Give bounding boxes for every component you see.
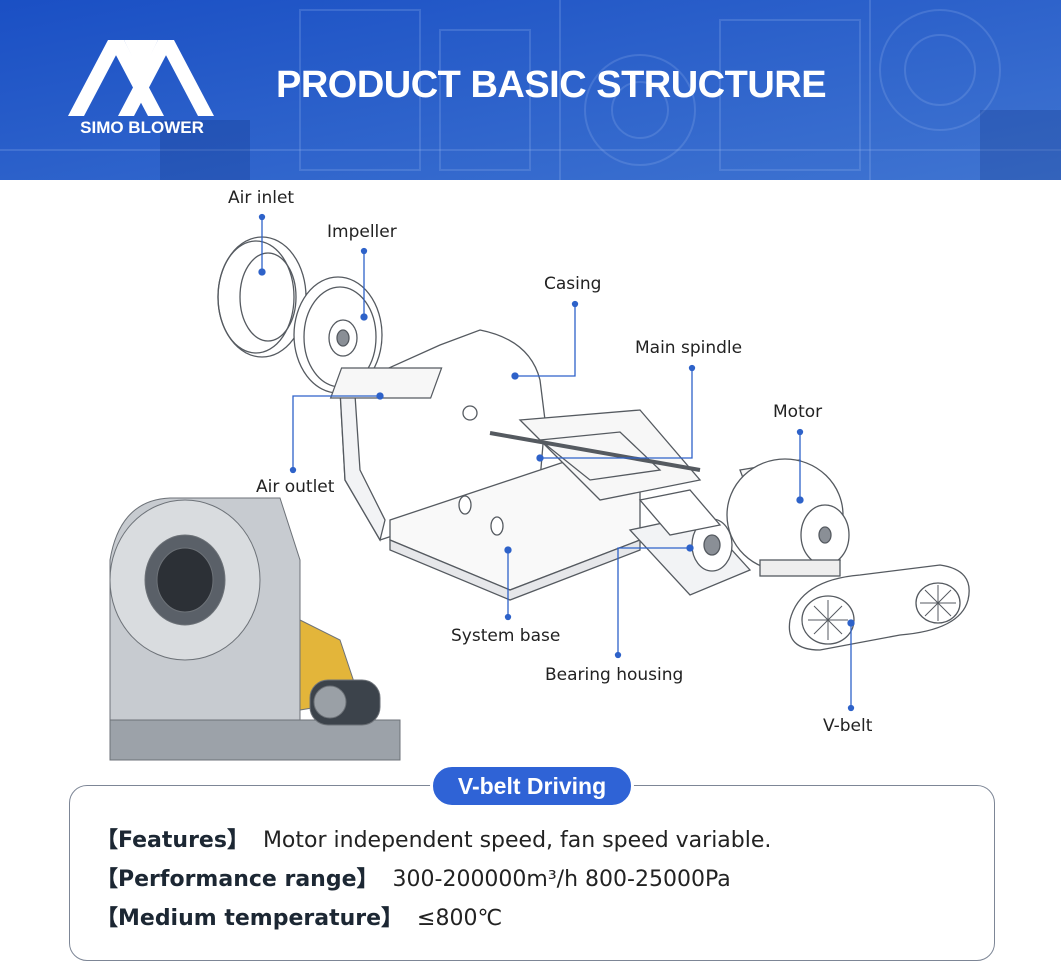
spec-value: ≤800℃ (417, 906, 503, 931)
spec-key: 【Features】 (96, 828, 249, 853)
structure-diagram: Air inlet Impeller Casing Main spindle M… (0, 180, 1061, 770)
system-base-part (389, 449, 641, 601)
brand-name: SIMO BLOWER (80, 118, 204, 137)
spec-key: 【Medium temperature】 (96, 906, 404, 931)
motor-part (726, 458, 850, 577)
bearing-housing-part (628, 489, 752, 596)
label-v-belt: V-belt (823, 716, 873, 736)
label-motor: Motor (773, 402, 823, 422)
header-banner: SIMO BLOWER PRODUCT BASIC STRUCTURE (0, 0, 1061, 180)
spec-box (69, 785, 995, 961)
assembled-blower-photo (109, 497, 401, 761)
label-air-outlet: Air outlet (256, 477, 335, 497)
spec-row-features: 【Features】 Motor independent speed, fan s… (96, 822, 771, 854)
label-air-inlet: Air inlet (228, 188, 295, 208)
label-casing: Casing (544, 274, 602, 294)
spec-row-temperature: 【Medium temperature】 ≤800℃ (96, 900, 502, 932)
spec-value: Motor independent speed, fan speed varia… (262, 828, 772, 853)
label-bearing-housing: Bearing housing (545, 665, 684, 685)
label-impeller: Impeller (327, 222, 397, 242)
spec-value: 300-200000m³/h 800-25000Pa (392, 867, 731, 892)
v-belt-part (788, 564, 970, 651)
factory-background-image (0, 0, 1061, 180)
spec-row-performance: 【Performance range】 300-200000m³/h 800-25… (96, 861, 731, 893)
air-inlet-part (217, 236, 307, 358)
label-main-spindle: Main spindle (635, 338, 743, 358)
spec-key: 【Performance range】 (96, 867, 379, 892)
page-title: PRODUCT BASIC STRUCTURE (276, 64, 827, 106)
main-spindle-part (489, 409, 702, 501)
impeller-part (293, 276, 383, 394)
simo-x-logo-icon (68, 40, 214, 116)
label-system-base: System base (451, 626, 561, 646)
spec-heading-badge: V-belt Driving (430, 764, 634, 808)
exploded-view-drawing (109, 213, 970, 761)
